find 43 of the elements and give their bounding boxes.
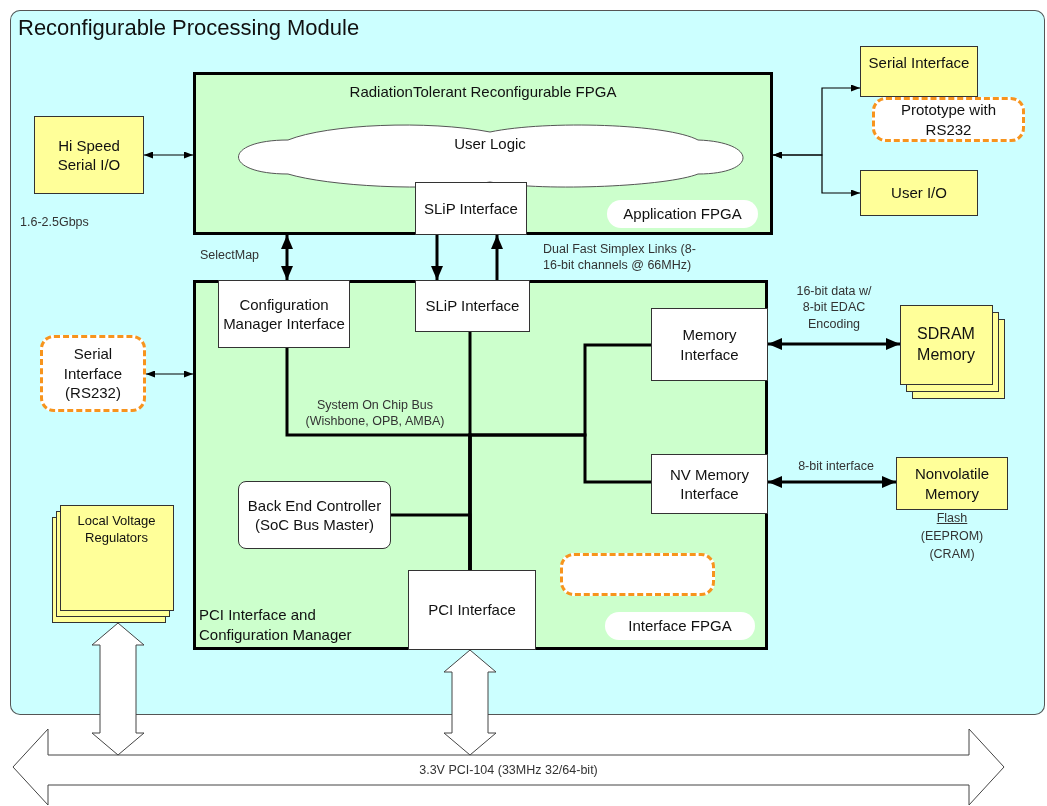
note-box [560,553,715,596]
fpga-block [193,72,773,235]
edge-label: Dual Fast Simplex Links (8-16-bit channels @ 66MHz) [543,241,697,274]
process-box: Memory Interface [651,308,768,381]
block-heading: RadiationTolerant Reconfigurable FPGA [348,82,618,102]
note-box: Serial Interface (RS232) [40,335,146,412]
process-box: PCI Interface [408,570,536,650]
process-box: Back End Controller (SoC Bus Master) [238,481,391,549]
device-box: Nonvolatile Memory [896,457,1008,510]
note-box: Prototype with RS232 [872,97,1025,142]
block-heading: Reconfigurable Processing Module [18,14,360,42]
module-panel [10,10,1045,715]
arrow [143,151,194,159]
device-box: Serial Interface [860,46,978,97]
node-caption: (CRAM) [928,546,976,563]
node-caption: 1.6-2.5Gbps [20,214,90,231]
node-caption: Flash [935,510,969,527]
arrow [768,476,896,488]
edge-label: SelectMap [200,247,261,264]
device-box: User I/O [860,170,978,216]
bus-label: System On Chip Bus (Wishbone, OPB, AMBA) [304,397,446,430]
fpga-block [193,280,768,650]
node-caption: (EEPROM) [919,528,985,545]
process-box: SLiP Interface [415,182,527,235]
arrow [491,235,503,280]
double-block-arrow [443,649,497,756]
double-block-arrow [91,622,145,756]
bus-line [468,433,651,570]
block-heading: PCI Interface and Configuration Manager [199,605,353,644]
process-box: NV Memory Interface [651,454,768,514]
edge-label: 16-bit data w/ 8-bit EDAC Encoding [795,283,873,332]
arrow [768,338,900,350]
process-box: SLiP Interface [415,280,530,332]
arrow [431,235,443,280]
tag-label: Application FPGA [607,200,758,228]
tag-label: Interface FPGA [605,612,755,640]
bus-double-arrow: 3.3V PCI-104 (33MHz 32/64-bit) [12,728,1005,806]
edge-label: 8-bit interface [797,458,875,475]
arrow [281,235,293,280]
arrow [145,370,194,378]
device-box: Hi Speed Serial I/O [34,116,144,194]
process-box: Configuration Manager Interface [218,280,350,348]
arrow [772,151,861,197]
